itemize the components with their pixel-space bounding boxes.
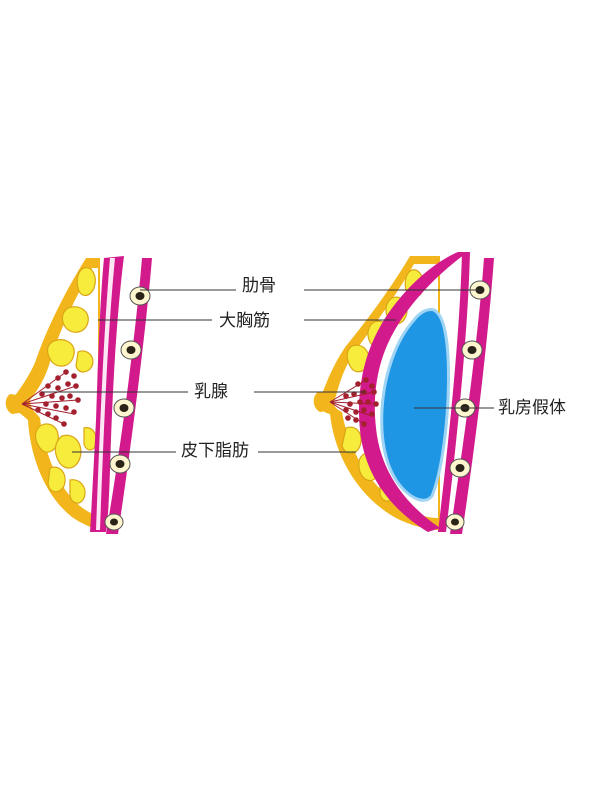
fat-lobules-left — [34, 267, 97, 504]
label-mammary-gland: 乳腺 — [194, 382, 228, 402]
breast-implant — [380, 308, 450, 502]
ribs-left — [104, 286, 151, 531]
chest-wall-right-inner — [438, 252, 470, 532]
natural-breast — [5, 256, 152, 534]
nipple-right — [313, 392, 334, 412]
mammary-gland-right — [329, 377, 379, 427]
leader-lines — [42, 289, 494, 453]
label-pectoralis: 大胸筋 — [219, 311, 270, 331]
label-subcutaneous-fat: 皮下脂肪 — [181, 441, 249, 461]
nipple-left — [5, 394, 27, 414]
label-implant: 乳房假体 — [498, 398, 566, 418]
pectoralis-left — [90, 256, 124, 532]
pectoralis-right — [359, 252, 468, 532]
mammary-gland-left — [21, 369, 81, 427]
augmented-breast — [313, 252, 494, 534]
label-rib: 肋骨 — [242, 276, 276, 296]
